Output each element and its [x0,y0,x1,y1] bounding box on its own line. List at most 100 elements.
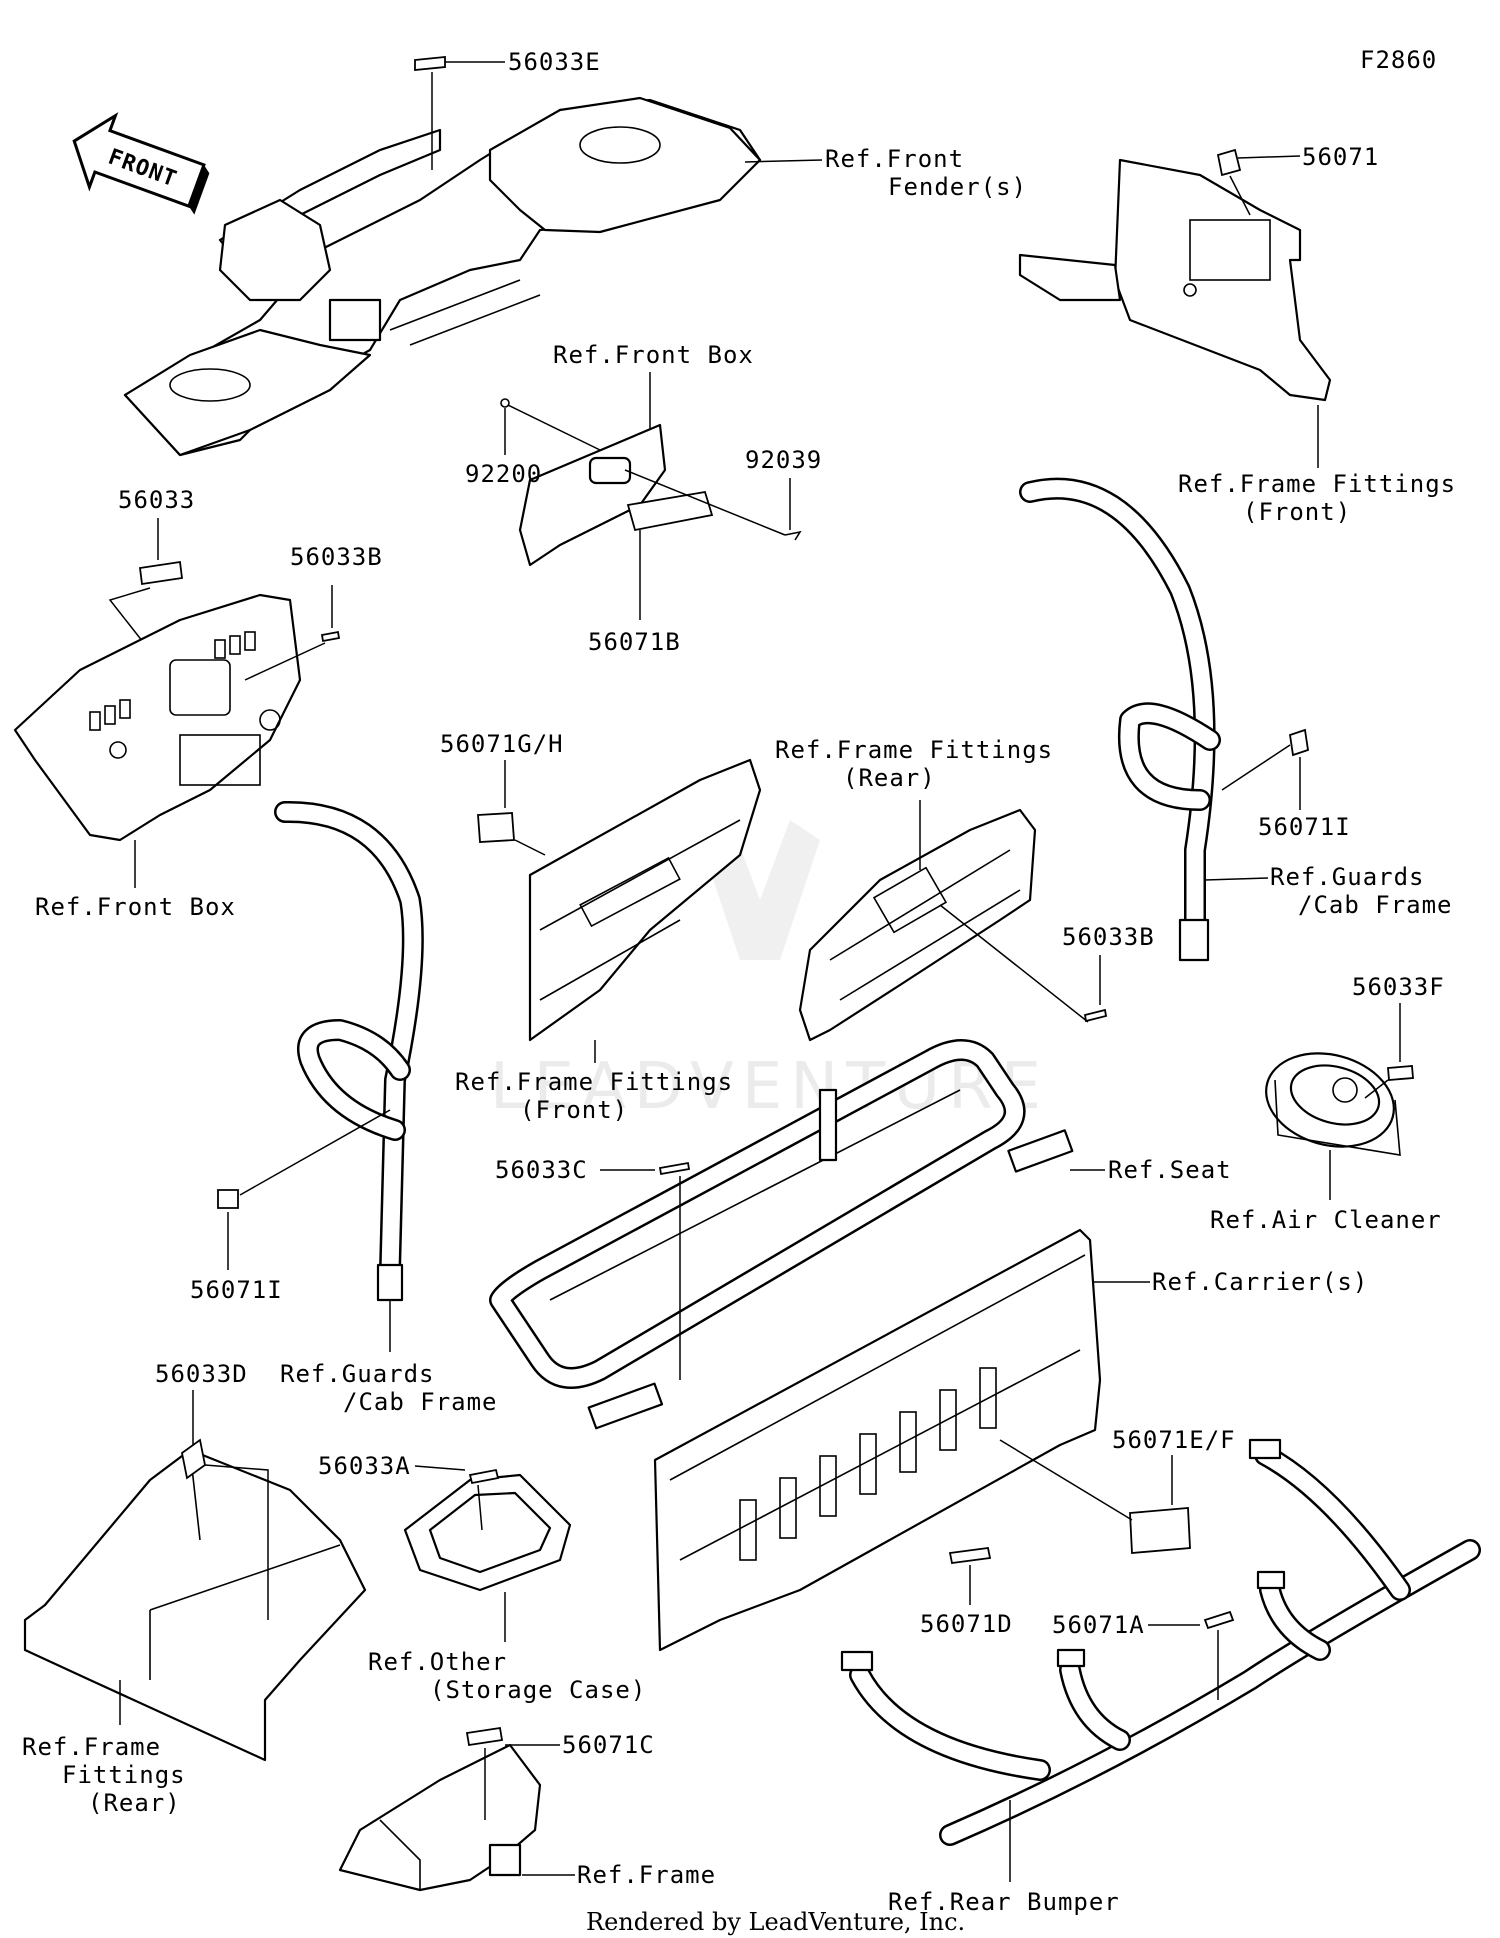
right-guard-tube-outer [1019,477,1216,941]
decal-56071GH [477,812,515,843]
label-rear-bumper: Ref.Rear Bumper [888,1888,1120,1916]
rear-left-fitting-crease-1 [149,1544,341,1611]
front-fender-left [123,328,372,457]
front-box-dash [13,593,302,842]
mid-front-fitting-slot [579,856,681,928]
label-frame-fittings-front-tr-1: Ref.Frame Fittings [1178,470,1456,498]
storage-case-lid [428,1491,552,1574]
label-frame-fittings-rear-mid-1: Ref.Frame Fittings [775,736,1053,764]
rear-bumper-mount-2 [1056,1648,1086,1668]
rear-bumper-mount-4 [1248,1438,1282,1460]
front-arrow: FRONT [72,112,210,215]
rear-bumper-arm-3-inner [1261,1581,1329,1659]
decal-56071I-right [1288,728,1310,757]
label-56071E-F: 56071E/F [1112,1426,1236,1454]
label-56071B: 56071B [588,628,681,656]
frame-fitting-front-slot [1189,219,1271,281]
carrier-bed-panel [653,1228,1102,1652]
leader-92200 [504,404,601,455]
label-56071I-left: 56071I [190,1276,283,1304]
seat-mount-right [1007,1129,1074,1173]
front-box-lid [518,423,667,567]
mid-rear-fitting-rib-2 [839,889,1021,1001]
dash-switch-3 [119,699,131,719]
carrier-rib-6 [939,1389,957,1451]
label-56033F: 56033F [1352,973,1445,1001]
air-cleaner-flange [1274,1079,1401,1156]
dash-panel-body [13,593,302,842]
label-carriers: Ref.Carrier(s) [1152,1268,1368,1296]
left-guard-foot [376,1263,404,1302]
seat-frame-rail [549,1089,961,1301]
leader-56071I-left [227,1109,391,1270]
label-air-cleaner: Ref.Air Cleaner [1210,1206,1442,1234]
label-guards-left-1: Ref.Guards [280,1360,435,1388]
decal-56071A [1203,1610,1235,1630]
leader-56033E [431,61,505,170]
front-fender-right [488,96,762,234]
label-guards-right-2: /Cab Frame [1298,891,1453,919]
leader-56071I-right [1221,744,1301,810]
decal-56033B-right [1083,1008,1108,1023]
rear-bumper [840,1438,1481,1846]
guard-cab-frame-left [274,800,424,1302]
decal-56033A [468,1468,500,1485]
right-guard-tube-inner [1021,480,1214,939]
frame-fitting-bolt-hole [1183,283,1197,297]
label-frame-fittings-rear-left-1: Ref.Frame [22,1733,161,1761]
seat-frame-post [818,1088,838,1162]
rear-left-fitting-body [23,1448,367,1762]
carrier-panel-mid-edge [679,1349,1081,1561]
right-guard-foot [1178,918,1210,962]
label-guards-right-1: Ref.Guards [1270,863,1425,891]
clip-92039 [784,530,802,541]
frame-fitting-front-tab [1018,253,1122,302]
decal-56071C [465,1726,504,1747]
label-ref-other-1: Ref.Other [368,1648,507,1676]
leader-56071A [1148,1624,1219,1700]
carrier-panel-body [653,1228,1102,1652]
label-56033B-left: 56033B [290,543,383,571]
watermark: LEADVENTURE [490,820,1041,1124]
leader-front-fender [744,159,823,163]
frame-fittings-front-mid [528,758,762,1042]
seat-carrier-frame [489,1039,1074,1430]
leader-56071GH [504,760,546,856]
storage-case [403,1473,572,1592]
leader-56033B-right [939,904,1101,1023]
rear-bumper-arm-2-inner [1061,1661,1129,1749]
leader-56033D [192,1390,269,1620]
dash-switch-4 [214,639,226,659]
floor-rib-2 [409,294,541,346]
label-92039: 92039 [745,446,822,474]
label-56071GH: 56071G/H [440,730,564,758]
rear-bumper-arm-4-inner [1256,1446,1409,1599]
air-cleaner-inner [1289,1064,1381,1126]
dash-panel-storage [179,734,261,786]
carrier-panel-top-edge [669,1254,1086,1481]
label-ref-seat: Ref.Seat [1108,1156,1232,1184]
decal-56033C [658,1161,691,1176]
label-56033E: 56033E [508,48,601,76]
label-ref-other-2: (Storage Case) [430,1676,646,1704]
label-56071C: 56071C [562,1731,655,1759]
leader-56071E-F [999,1439,1173,1521]
label-56033C: 56033C [495,1156,588,1184]
front-floor-mount [328,298,382,342]
label-56071: 56071 [1302,143,1379,171]
leader-guards-right [1204,877,1269,881]
frame-fittings-rear-mid [798,808,1037,1042]
carrier-rib-7 [979,1367,997,1429]
label-56071D: 56071D [920,1610,1013,1638]
guard-cab-frame-right [1019,477,1221,962]
label-56071A: 56071A [1052,1611,1145,1639]
decal-56071E-F [1129,1507,1191,1554]
frame-fittings-front-top [1018,158,1332,402]
decal-56033F [1387,1065,1414,1081]
decal-56033E [414,56,446,71]
footer-credit: Rendered by LeadVenture, Inc. [586,1908,965,1936]
air-cleaner-port [1332,1077,1358,1103]
rear-bumper-bar-inner [941,1541,1479,1844]
rear-bumper-mount-1 [840,1650,874,1672]
